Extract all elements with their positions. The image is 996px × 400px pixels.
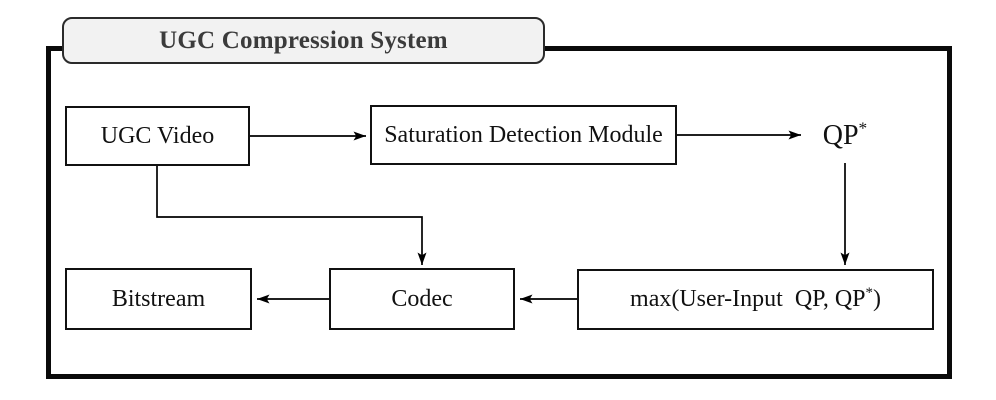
diagram-title: UGC Compression System <box>159 26 448 54</box>
node-qp-star: QP* <box>800 114 890 158</box>
qp-star-base: QP <box>822 120 859 151</box>
diagram-title-box: UGC Compression System <box>62 17 545 64</box>
node-bitstream-label: Bitstream <box>111 285 206 312</box>
max-label-superscript: * <box>865 285 873 301</box>
node-saturation-detection-module-label: Saturation Detection Module <box>384 121 663 148</box>
node-codec-label: Codec <box>391 285 453 312</box>
qp-star-text: QP* <box>822 118 868 152</box>
max-label-after: ) <box>872 286 881 312</box>
node-ugc-video: UGC Video <box>65 106 250 166</box>
qp-star-superscript: * <box>858 118 868 138</box>
node-bitstream: Bitstream <box>65 268 252 330</box>
node-max-label: max(User-Input QP, QP*) <box>630 286 881 313</box>
node-saturation-detection-module: Saturation Detection Module <box>370 105 677 165</box>
node-ugc-video-label: UGC Video <box>100 122 215 149</box>
max-label-before: max(User-Input QP, QP <box>630 286 866 312</box>
node-codec: Codec <box>329 268 515 330</box>
node-max-user-input-qp: max(User-Input QP, QP*) <box>577 269 934 330</box>
